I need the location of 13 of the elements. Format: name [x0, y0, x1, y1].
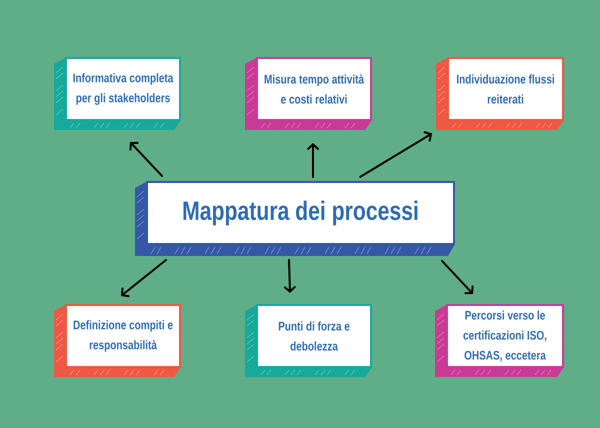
arrow — [284, 259, 296, 293]
topic-box: Individuazione flussi reiterati — [436, 57, 564, 130]
arrow — [121, 259, 167, 298]
arrow — [129, 142, 163, 177]
topic-box: Definizione compiti e responsabilità — [54, 304, 181, 377]
topic-box: Misura tempo attività e costi relativi — [245, 57, 372, 130]
topic-box: Informativa completa per gli stakeholders — [54, 57, 181, 130]
topic-box: Punti di forza e debolezza — [245, 304, 372, 377]
arrow — [306, 143, 320, 178]
arrow — [359, 131, 432, 178]
topic-box: Percorsi verso le certificazioni ISO, OHSAS, eccetera — [435, 304, 564, 377]
title-box: Mappatura dei processi — [135, 181, 455, 256]
arrow — [441, 260, 474, 294]
